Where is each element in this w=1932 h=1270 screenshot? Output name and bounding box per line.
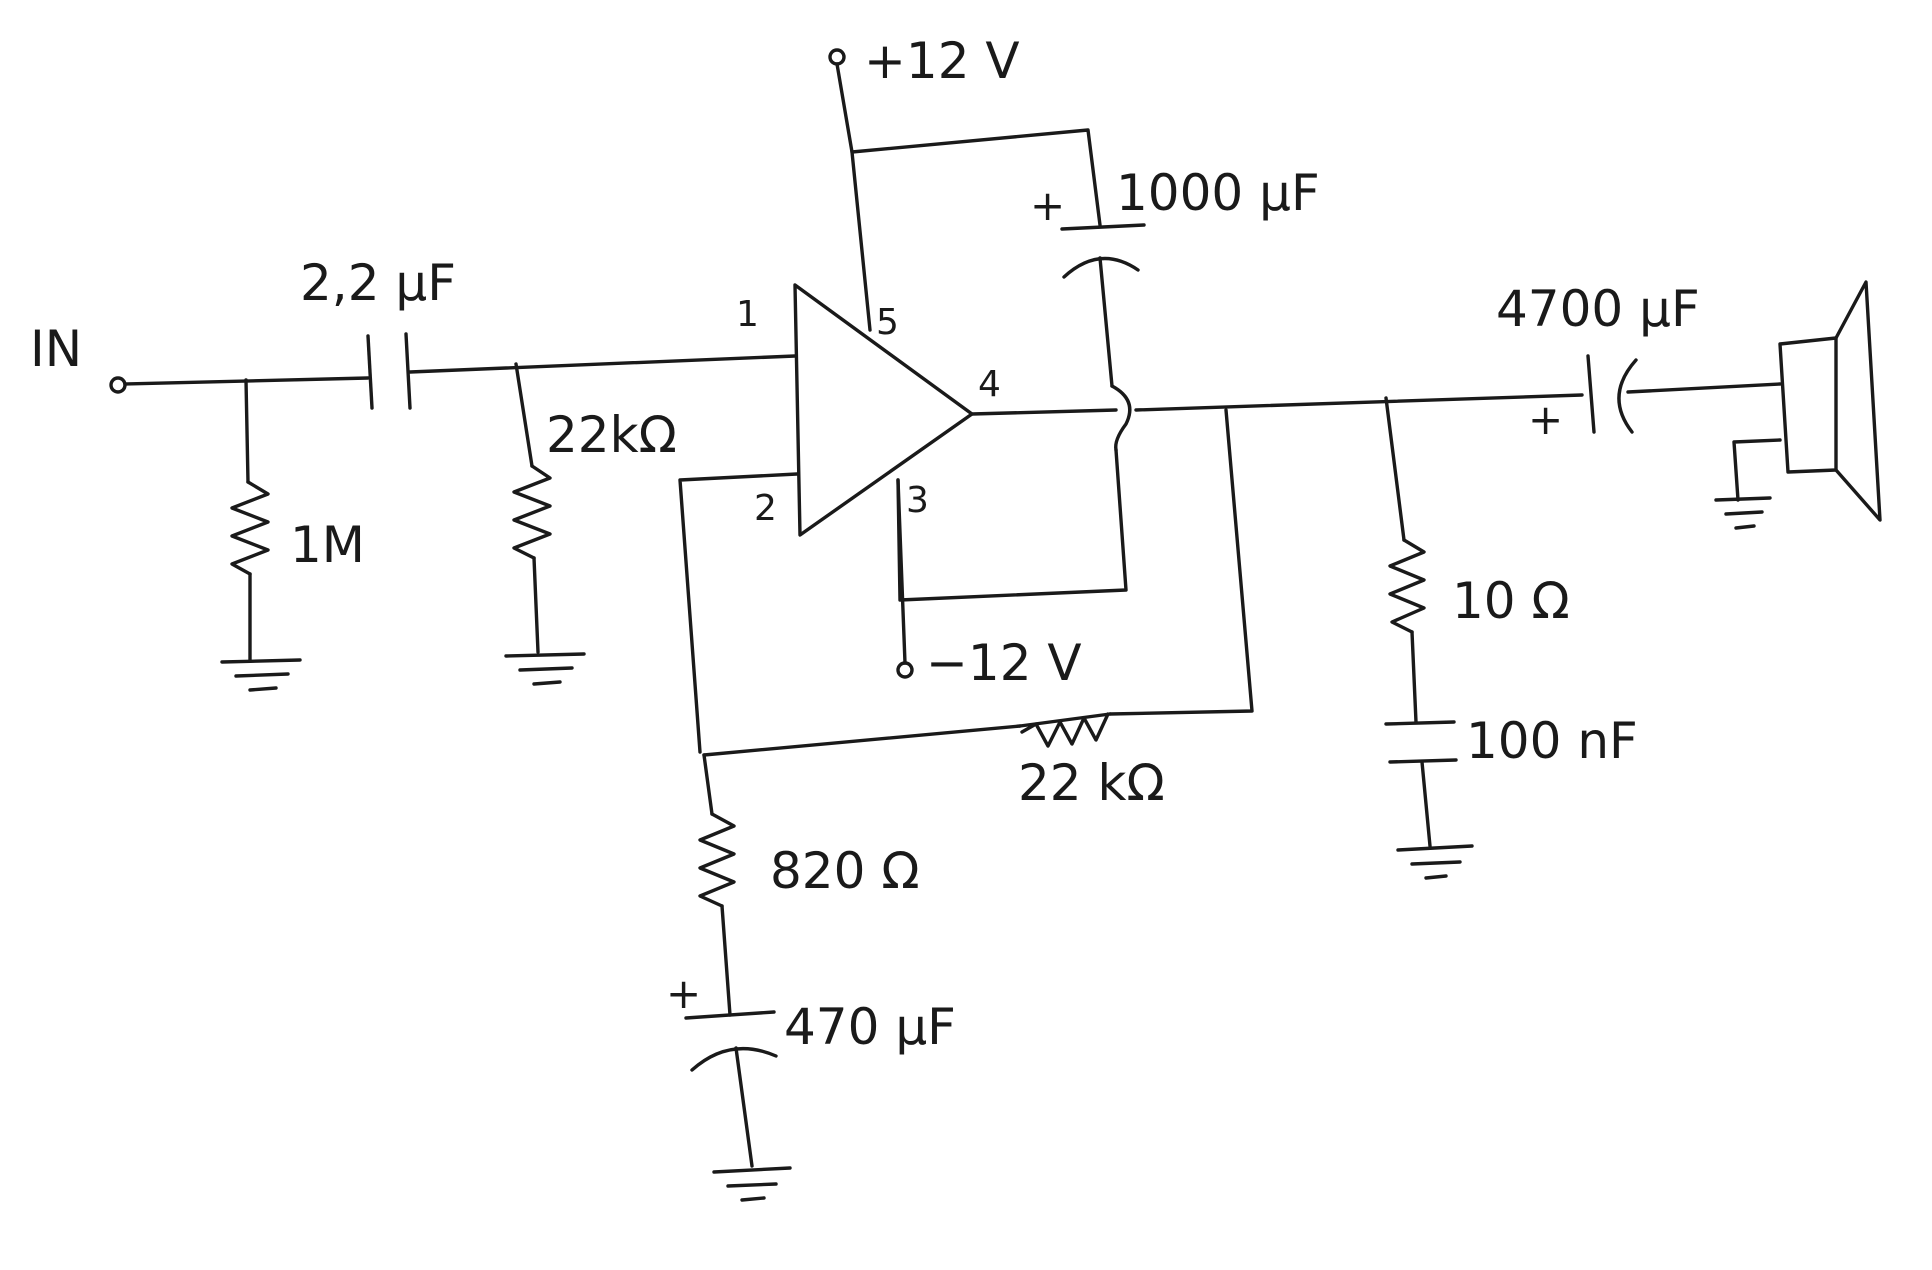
label-c-zobel: 100 nF bbox=[1466, 712, 1638, 770]
capacitor-input bbox=[366, 332, 412, 410]
vee-wire bbox=[896, 478, 907, 665]
output-wire bbox=[970, 393, 1584, 416]
label-vee: −12 V bbox=[926, 634, 1082, 692]
vcc-terminal bbox=[828, 48, 846, 66]
resistor-22k-bias bbox=[512, 362, 552, 654]
feedback-wire bbox=[702, 408, 1254, 757]
polarity-c-gain: + bbox=[666, 969, 701, 1018]
ground-symbol bbox=[1714, 496, 1772, 530]
pin-3-label: 3 bbox=[906, 480, 929, 521]
label-r-zobel: 10 Ω bbox=[1452, 572, 1570, 630]
pin-1-label: 1 bbox=[736, 294, 759, 335]
polarity-c-supply: + bbox=[1030, 181, 1065, 230]
resistor-10 bbox=[1384, 396, 1426, 724]
label-input: IN bbox=[30, 320, 82, 378]
ground-symbol bbox=[1396, 844, 1474, 880]
label-r-gain: 820 Ω bbox=[770, 842, 920, 900]
ground-symbol bbox=[220, 658, 302, 692]
pin-2-label: 2 bbox=[754, 488, 777, 529]
capacitor-output bbox=[1586, 354, 1782, 434]
resistor-1m bbox=[230, 378, 270, 662]
input-terminal bbox=[109, 376, 127, 394]
label-c-gain: 470 µF bbox=[784, 998, 956, 1056]
capacitor-gain bbox=[684, 1010, 778, 1168]
resistor-820 bbox=[698, 753, 736, 1017]
label-c-supply: 1000 µF bbox=[1116, 164, 1320, 222]
pin-4-label: 4 bbox=[978, 364, 1001, 405]
capacitor-zobel bbox=[1384, 720, 1458, 848]
speaker-icon bbox=[1732, 280, 1882, 522]
label-r-feedback: 22 kΩ bbox=[1018, 754, 1165, 812]
amplifier-triangle bbox=[793, 283, 974, 537]
vcc-wire bbox=[835, 62, 1102, 332]
polarity-c-output: + bbox=[1528, 395, 1563, 444]
label-c-output: 4700 µF bbox=[1496, 280, 1700, 338]
inverting-input-wire bbox=[678, 472, 799, 754]
resistor-22k-feedback bbox=[1020, 712, 1110, 748]
input-wire bbox=[123, 354, 797, 386]
label-r-1m: 1M bbox=[290, 516, 365, 574]
vee-terminal bbox=[896, 661, 914, 679]
label-r-22k-bias: 22kΩ bbox=[546, 406, 677, 464]
label-vcc: +12 V bbox=[864, 32, 1020, 90]
ground-symbol bbox=[504, 652, 586, 686]
ground-symbol bbox=[712, 1166, 792, 1202]
label-c-input: 2,2 µF bbox=[300, 254, 456, 312]
pin-5-label: 5 bbox=[876, 302, 899, 343]
